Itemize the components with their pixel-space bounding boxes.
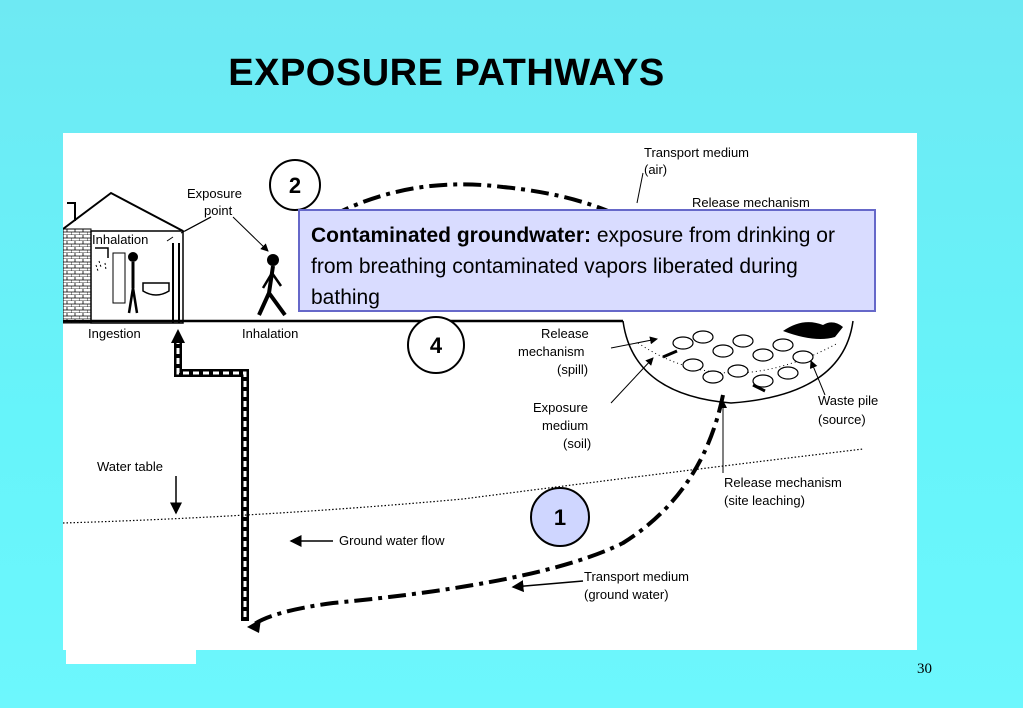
label-exposure-medium-2: medium bbox=[542, 418, 588, 433]
label-exposure-medium: Exposure bbox=[533, 400, 588, 415]
pathway-number-4: 4 bbox=[430, 333, 443, 358]
label-release-spill: Release bbox=[541, 326, 589, 341]
label-release-spill-3: (spill) bbox=[557, 362, 588, 377]
label-site-leaching-sub: (site leaching) bbox=[724, 493, 805, 508]
groundwater-transport-arc bbox=[251, 394, 725, 627]
label-transport-groundwater-sub: (ground water) bbox=[584, 587, 669, 602]
label-exposure-medium-3: (soil) bbox=[563, 436, 591, 451]
pathway-marker-1: 1 bbox=[530, 487, 590, 547]
figure-panel-tab bbox=[66, 650, 196, 664]
label-exposure-point: Exposure bbox=[187, 186, 242, 201]
waste-site bbox=[622, 320, 854, 404]
person-in-house bbox=[127, 252, 139, 314]
label-inhalation-house: Inhalation bbox=[92, 232, 148, 247]
house-illustration bbox=[63, 191, 184, 324]
well-pipe bbox=[171, 329, 249, 621]
label-release-spill-2: mechanism bbox=[518, 344, 584, 359]
slide-title: EXPOSURE PATHWAYS bbox=[228, 52, 665, 94]
label-transport-groundwater: Transport medium bbox=[584, 569, 689, 584]
drum-cluster bbox=[672, 330, 814, 388]
label-release-mechanism-top: Release mechanism bbox=[692, 195, 810, 210]
label-water-table: Water table bbox=[97, 459, 163, 474]
label-exposure-point-sub: point bbox=[204, 203, 233, 218]
pathway-marker-4: 4 bbox=[407, 316, 465, 374]
water-table-line bbox=[63, 448, 864, 524]
air-transport-arc bbox=[301, 182, 634, 235]
label-waste-pile-sub: (source) bbox=[818, 412, 866, 427]
callout-text: exposure from drinking or from breathing… bbox=[311, 224, 835, 309]
pathway-number-1: 1 bbox=[554, 505, 566, 530]
callout-heading: Contaminated groundwater: bbox=[311, 224, 592, 247]
label-waste-pile: Waste pile bbox=[818, 393, 878, 408]
pathway-marker-2: 2 bbox=[269, 159, 321, 211]
pathway-number-2: 2 bbox=[289, 173, 301, 198]
label-groundwater-flow: Ground water flow bbox=[339, 533, 445, 548]
label-site-leaching: Release mechanism bbox=[724, 475, 842, 490]
exposure-pathways-diagram: Transport medium (air) Release mechanism… bbox=[63, 145, 878, 633]
callout-box: Contaminated groundwater: exposure from … bbox=[298, 209, 876, 312]
page-number: 30 bbox=[917, 661, 932, 677]
label-transport-air-sub: (air) bbox=[644, 162, 667, 177]
walking-person bbox=[257, 254, 287, 317]
label-inhalation-person: Inhalation bbox=[242, 326, 298, 341]
label-transport-air: Transport medium bbox=[644, 145, 749, 160]
label-ingestion: Ingestion bbox=[88, 326, 141, 341]
